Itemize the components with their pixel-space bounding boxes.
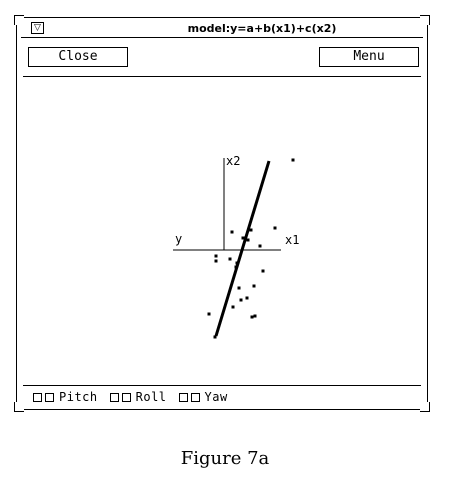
roll-left-checkbox[interactable]	[109, 392, 119, 402]
resize-corner-bottom-right[interactable]	[420, 402, 430, 412]
fitted-regression-line	[214, 160, 271, 337]
pitch-forward-checkbox[interactable]	[45, 392, 54, 402]
close-button[interactable]: Close	[28, 47, 128, 67]
yaw-control[interactable]: Yaw	[178, 390, 228, 404]
data-point	[252, 284, 256, 288]
data-point	[250, 315, 254, 319]
y-axis-label: y	[175, 232, 183, 246]
data-point	[214, 254, 218, 258]
menu-button[interactable]: Menu	[319, 47, 419, 67]
roll-right-checkbox[interactable]	[121, 392, 131, 402]
controls-divider	[23, 385, 421, 386]
data-point	[234, 265, 238, 269]
yaw-left-checkbox[interactable]	[178, 392, 188, 402]
data-point	[230, 230, 234, 234]
data-point	[235, 261, 239, 265]
x2-axis-label: x2	[226, 154, 241, 168]
data-point	[214, 259, 218, 263]
resize-corner-bottom-left[interactable]	[14, 402, 24, 412]
pitch-control[interactable]: Pitch	[33, 391, 98, 403]
data-point	[207, 312, 211, 316]
data-point	[241, 236, 245, 240]
spin-plot-canvas[interactable]	[23, 78, 421, 384]
toolbar-divider	[23, 76, 421, 77]
data-point	[249, 228, 253, 232]
data-point	[231, 305, 235, 309]
data-points	[207, 158, 295, 339]
resize-corner-top-left[interactable]	[14, 15, 24, 25]
data-point	[246, 238, 250, 242]
data-point	[239, 298, 243, 302]
rotation-controls: Pitch Roll Yaw	[33, 391, 240, 403]
yaw-right-checkbox[interactable]	[190, 392, 200, 402]
window-menu-button[interactable]: ▽	[31, 22, 44, 34]
pitch-backward-checkbox[interactable]	[33, 392, 42, 402]
data-point	[291, 158, 295, 162]
window-title: model:y=a+b(x1)+c(x2)	[187, 22, 337, 35]
data-point	[237, 286, 241, 290]
data-point	[228, 257, 232, 261]
resize-corner-top-right[interactable]	[420, 15, 430, 25]
roll-control[interactable]: Roll	[109, 390, 167, 404]
figure-caption: Figure 7a	[180, 448, 270, 469]
data-point	[213, 335, 217, 339]
roll-label: Roll	[135, 390, 167, 404]
triangle-down-icon: ▽	[34, 22, 41, 33]
title-bar[interactable]: ▽ model:y=a+b(x1)+c(x2)	[21, 21, 423, 38]
data-point	[273, 226, 277, 230]
spin-plot-area[interactable]: x2 x1 y	[23, 78, 421, 384]
data-point	[245, 296, 249, 300]
pitch-label: Pitch	[59, 390, 98, 404]
data-point	[261, 269, 265, 273]
yaw-label: Yaw	[204, 390, 228, 404]
data-point	[253, 314, 257, 318]
spin-plot-window: ▽ model:y=a+b(x1)+c(x2) Close Menu x2 x1…	[14, 15, 430, 412]
data-point	[258, 244, 262, 248]
x1-axis-label: x1	[285, 233, 300, 247]
